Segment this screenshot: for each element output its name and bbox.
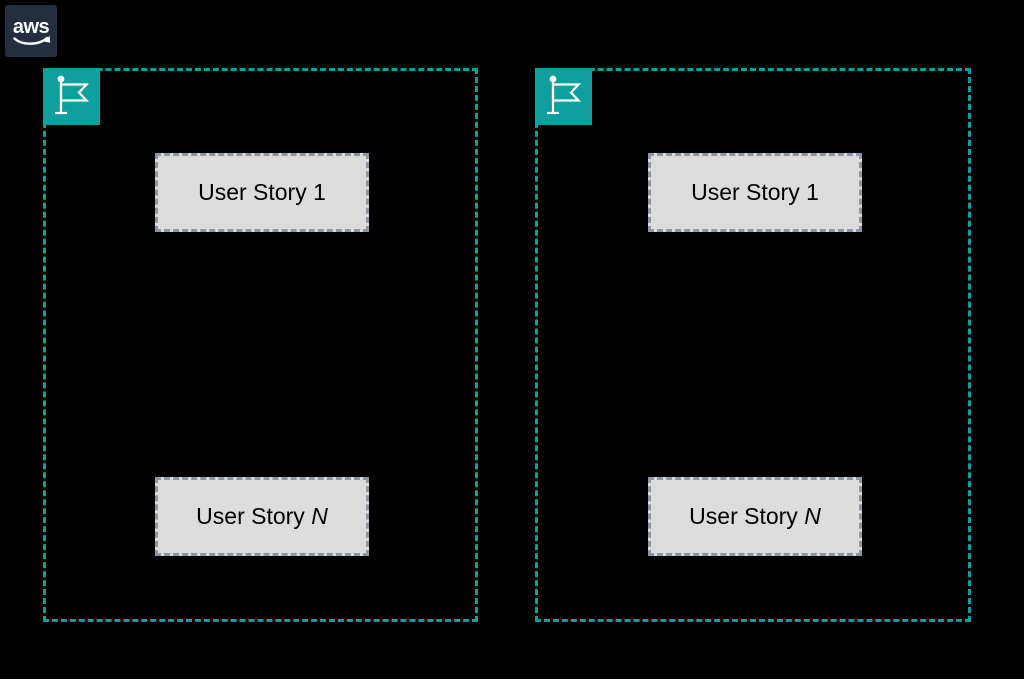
user-story-label: User Story N [196, 503, 328, 529]
user-story-card: User Story 1 [648, 153, 862, 232]
flag-icon [547, 75, 582, 115]
aws-logo-text: aws [13, 16, 50, 38]
flag-icon [55, 75, 90, 115]
user-story-card: User Story N [648, 477, 862, 556]
user-story-label: User Story N [689, 503, 821, 529]
user-story-label: User Story 1 [691, 179, 819, 205]
user-story-card: User Story 1 [155, 153, 369, 232]
story-group-right: User Story 1 User Story N [535, 68, 971, 622]
user-story-card: User Story N [155, 477, 369, 556]
user-story-label: User Story 1 [198, 179, 326, 205]
flag-badge [43, 68, 100, 125]
aws-smile-arrow-icon: aws [13, 16, 51, 45]
flag-badge [535, 68, 592, 125]
story-group-left: User Story 1 User Story N [43, 68, 478, 622]
aws-logo: aws [5, 5, 57, 57]
